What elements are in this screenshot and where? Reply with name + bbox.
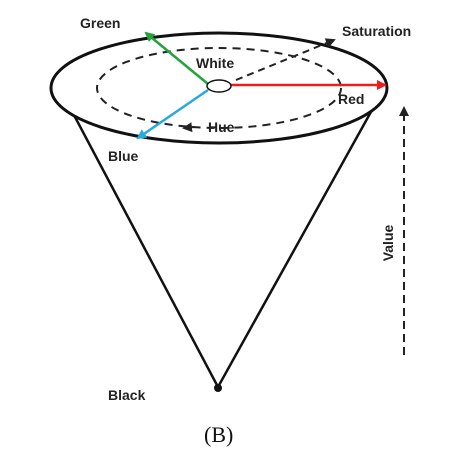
- label-black: Black: [108, 387, 146, 403]
- label-hue: Hue: [208, 119, 235, 135]
- white-center-point: [206, 79, 232, 93]
- label-saturation: Saturation: [342, 23, 412, 39]
- cone-right-edge: [216, 109, 374, 388]
- label-blue: Blue: [108, 148, 139, 164]
- label-red: Red: [338, 91, 365, 107]
- label-value: Value: [380, 224, 396, 262]
- figure-caption: (B): [204, 422, 234, 447]
- label-green: Green: [80, 15, 121, 31]
- saturation-dashed-arrow: [235, 38, 336, 81]
- label-white: White: [196, 55, 235, 71]
- black-apex-point: [214, 384, 222, 392]
- hue-dashed-ellipse: [96, 47, 342, 129]
- cone-left-edge: [64, 99, 220, 388]
- green-arrow: [144, 31, 209, 85]
- blue-arrow: [136, 88, 209, 140]
- hue-direction-arrow: [182, 122, 195, 133]
